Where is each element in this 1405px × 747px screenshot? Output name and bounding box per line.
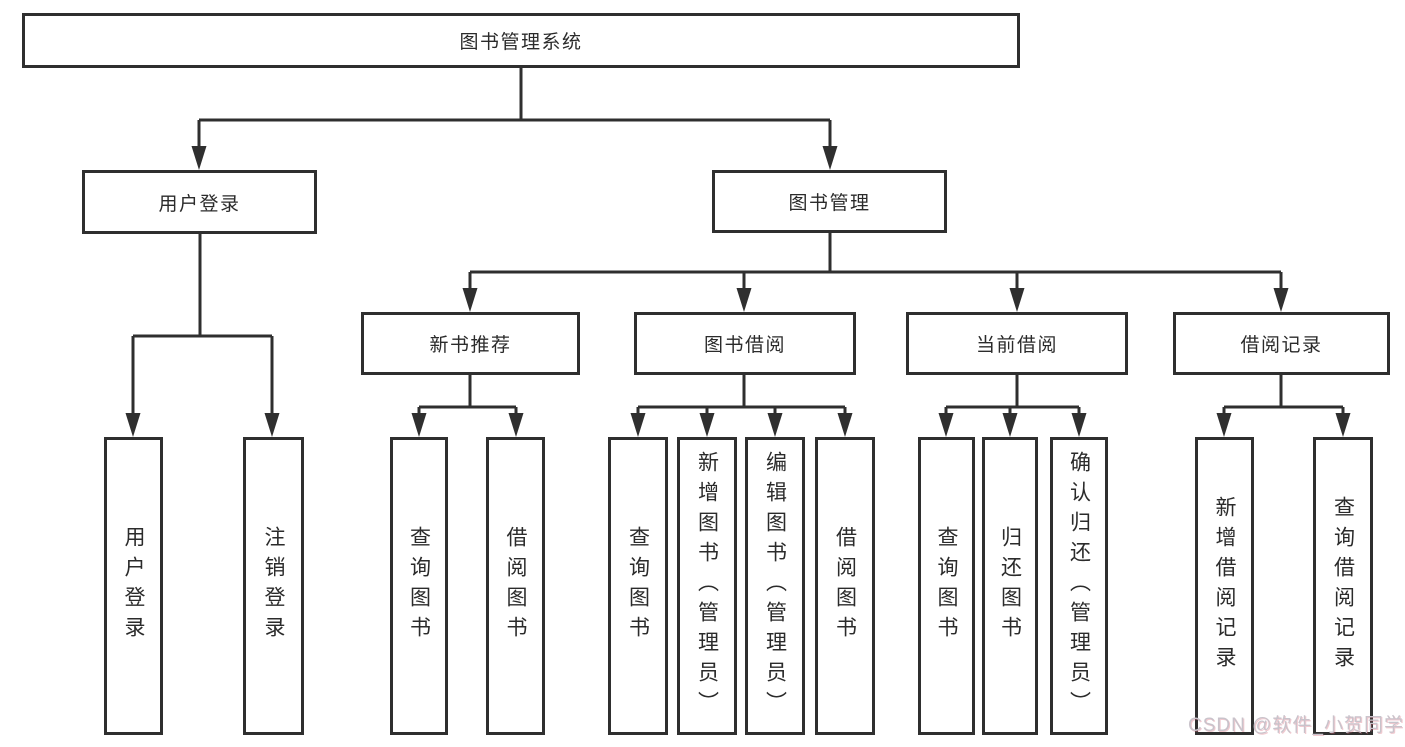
node-label: 借阅记录	[1240, 335, 1323, 356]
node-book-management: 图书管理	[712, 170, 947, 233]
node-label: 查询图书	[407, 526, 431, 646]
node-label: 查询借阅记录	[1331, 496, 1355, 676]
node-label: 当前借阅	[975, 335, 1058, 356]
leaf-logout: 注销登录	[243, 437, 304, 735]
arrowheads	[125, 146, 1351, 437]
leaf-query-books-recommend: 查询图书	[390, 437, 448, 735]
node-label: 注销登录	[262, 526, 285, 646]
node-label: 编辑图书（管理员）	[763, 451, 787, 721]
node-label: 归还图书	[998, 526, 1022, 646]
node-label: 新增借阅记录	[1213, 496, 1236, 676]
leaf-query-books-borrow: 查询图书	[608, 437, 668, 735]
node-label: 查询图书	[935, 526, 958, 646]
leaf-user-login: 用户登录	[104, 437, 163, 735]
leaf-query-books-current: 查询图书	[918, 437, 975, 735]
leaf-borrow-books: 借阅图书	[815, 437, 875, 735]
node-label: 图书管理	[788, 193, 871, 214]
node-label: 确认归还（管理员）	[1067, 451, 1091, 721]
node-label: 新书推荐	[429, 335, 512, 356]
node-book-borrow: 图书借阅	[634, 312, 856, 375]
node-user-login: 用户登录	[82, 170, 317, 234]
leaf-add-books-admin: 新增图书（管理员）	[677, 437, 737, 735]
node-label: 借阅图书	[504, 526, 527, 646]
node-label: 借阅图书	[833, 526, 857, 646]
node-borrow-records: 借阅记录	[1173, 312, 1390, 375]
leaf-confirm-return-admin: 确认归还（管理员）	[1050, 437, 1108, 735]
leaf-return-books: 归还图书	[982, 437, 1038, 735]
leaf-borrow-books-recommend: 借阅图书	[486, 437, 545, 735]
node-label: 查询图书	[626, 526, 650, 646]
node-current-borrow: 当前借阅	[906, 312, 1128, 375]
node-new-book-recommend: 新书推荐	[361, 312, 580, 375]
node-label: 图书管理系统	[459, 32, 583, 53]
node-label: 图书借阅	[703, 335, 786, 356]
csdn-watermark: CSDN @软件_小贺同学	[1188, 715, 1404, 736]
leaf-edit-books-admin: 编辑图书（管理员）	[745, 437, 805, 735]
node-label: 用户登录	[122, 526, 145, 646]
leaf-add-borrow-record: 新增借阅记录	[1195, 437, 1254, 735]
leaf-query-borrow-record: 查询借阅记录	[1313, 437, 1373, 735]
node-label: 新增图书（管理员）	[695, 451, 719, 721]
node-library-management-system: 图书管理系统	[22, 13, 1020, 68]
node-label: 用户登录	[158, 193, 241, 215]
